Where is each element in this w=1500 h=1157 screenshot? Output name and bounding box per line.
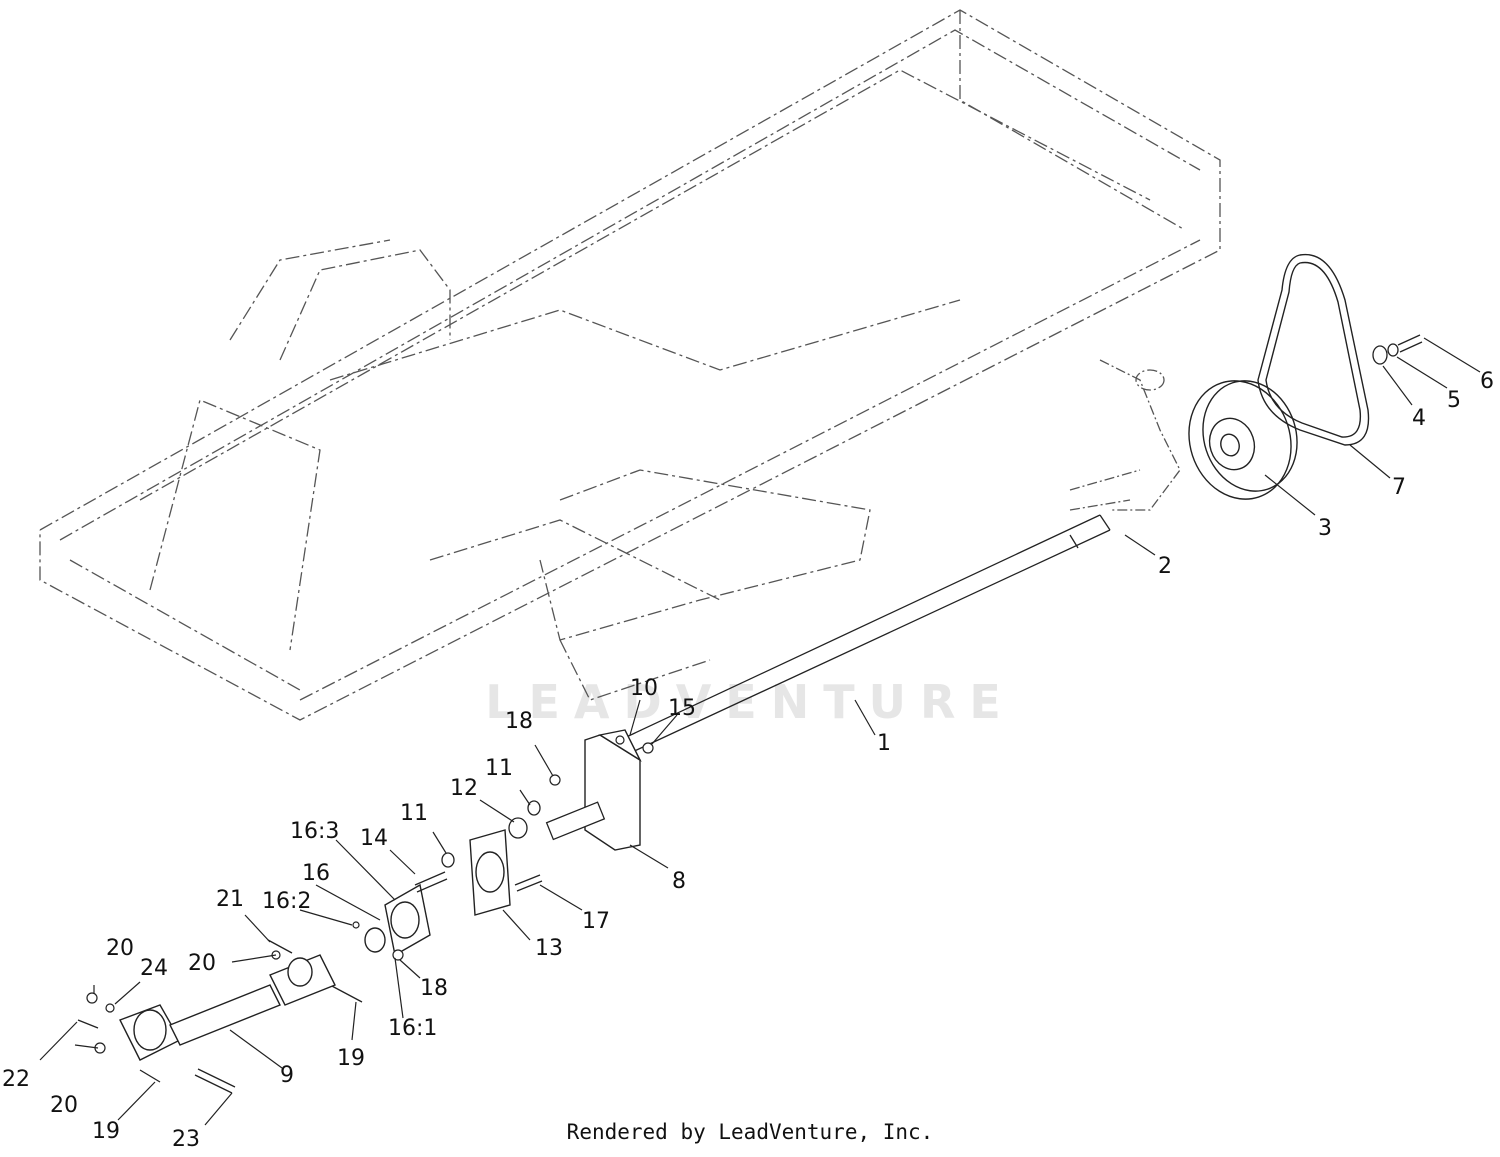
callout-20-bottom: 20 xyxy=(50,1093,78,1118)
flange-bearing xyxy=(364,883,431,957)
chassis-frame xyxy=(39,9,1221,721)
callout-12: 12 xyxy=(450,776,478,801)
callout-11-upper: 11 xyxy=(485,756,513,781)
callout-15: 15 xyxy=(668,696,696,721)
callout-3: 3 xyxy=(1318,516,1332,541)
watermark: LEADVENTURE xyxy=(485,675,1015,729)
nuts xyxy=(86,735,654,1054)
callout-1: 1 xyxy=(877,731,891,756)
bearing-bracket xyxy=(584,729,642,851)
callout-20-top: 20 xyxy=(106,936,134,961)
callout-16-1: 16:1 xyxy=(388,1016,437,1041)
callout-13: 13 xyxy=(535,936,563,961)
callout-22: 22 xyxy=(2,1067,30,1092)
callout-23: 23 xyxy=(172,1127,200,1152)
callout-20-mid: 20 xyxy=(188,951,216,976)
callout-16: 16 xyxy=(302,861,330,886)
callout-4: 4 xyxy=(1412,406,1426,431)
u-joint-driveshaft xyxy=(119,954,336,1061)
callout-8: 8 xyxy=(672,869,686,894)
callout-labels: 1 2 3 4 5 6 7 8 9 10 11 11 12 13 14 15 1… xyxy=(2,369,1494,1152)
callout-10: 10 xyxy=(630,676,658,701)
spline-and-spacers xyxy=(441,800,606,868)
callout-14: 14 xyxy=(360,826,388,851)
leader-lines xyxy=(39,337,1481,1126)
bolts xyxy=(77,871,543,1094)
callout-21: 21 xyxy=(216,887,244,912)
drive-shaft xyxy=(619,514,1111,755)
callout-24: 24 xyxy=(140,956,168,981)
callout-5: 5 xyxy=(1447,388,1461,413)
callout-2: 2 xyxy=(1158,554,1172,579)
callout-6: 6 xyxy=(1480,369,1494,394)
callout-7: 7 xyxy=(1392,475,1406,500)
callout-19-left: 19 xyxy=(92,1119,120,1144)
pulley xyxy=(1188,380,1298,500)
callout-19-right: 19 xyxy=(337,1046,365,1071)
callout-18-upper: 18 xyxy=(505,709,533,734)
idler-arm xyxy=(1069,359,1181,511)
pulley-hardware xyxy=(1372,334,1423,365)
callout-11-lower: 11 xyxy=(400,801,428,826)
callout-16-2: 16:2 xyxy=(262,889,311,914)
callout-18-lower: 18 xyxy=(420,976,448,1001)
callout-16-3: 16:3 xyxy=(290,819,339,844)
callout-9: 9 xyxy=(280,1063,294,1088)
footer-credit: Rendered by LeadVenture, Inc. xyxy=(566,1120,934,1144)
flange-plate xyxy=(469,829,511,916)
v-belt xyxy=(1257,253,1370,446)
callout-17: 17 xyxy=(582,909,610,934)
